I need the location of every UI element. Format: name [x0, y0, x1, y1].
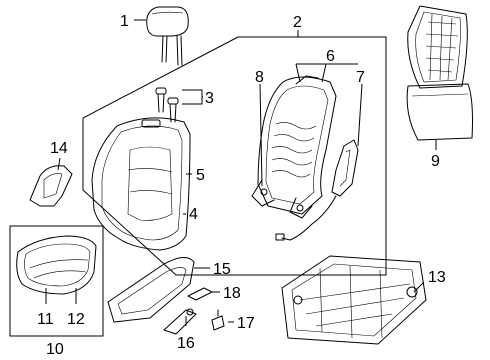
clip [211, 309, 225, 331]
callout-13: 13 [428, 269, 446, 286]
callout-8: 8 [255, 69, 264, 86]
callout-10: 10 [46, 341, 64, 358]
seat-track [281, 255, 427, 345]
callout-3: 3 [205, 90, 214, 107]
headrest-guide [155, 87, 179, 123]
callout-9: 9 [431, 153, 440, 170]
cushion-assembly [16, 235, 97, 295]
callout-1: 1 [120, 13, 129, 30]
callout-2: 2 [293, 14, 302, 31]
trim-piece [187, 287, 213, 301]
leader-lines [45, 19, 437, 326]
callout-18: 18 [223, 285, 241, 302]
seatback-frame [251, 75, 337, 219]
cover-cap [163, 308, 197, 335]
callouts: 1 2 3 4 5 6 7 8 9 10 11 12 13 14 15 16 1… [37, 13, 446, 358]
callout-16: 16 [177, 335, 195, 352]
callout-17: 17 [237, 315, 255, 332]
seatback-cover [91, 117, 191, 251]
cushion-group-frame [9, 225, 104, 337]
headrest [146, 6, 189, 66]
callout-5: 5 [196, 167, 205, 184]
callout-4: 4 [189, 206, 198, 223]
callout-11: 11 [37, 311, 54, 328]
callout-7: 7 [356, 69, 365, 86]
callout-12: 12 [67, 311, 85, 328]
rear-seatback-panel [406, 5, 473, 141]
seatback-group-frame [82, 36, 387, 276]
callout-14: 14 [50, 140, 68, 157]
callout-15: 15 [213, 261, 231, 278]
side-shield-cover [29, 165, 73, 207]
recliner-cover [107, 257, 195, 323]
side-airbag [275, 139, 359, 241]
callout-6: 6 [326, 48, 335, 65]
